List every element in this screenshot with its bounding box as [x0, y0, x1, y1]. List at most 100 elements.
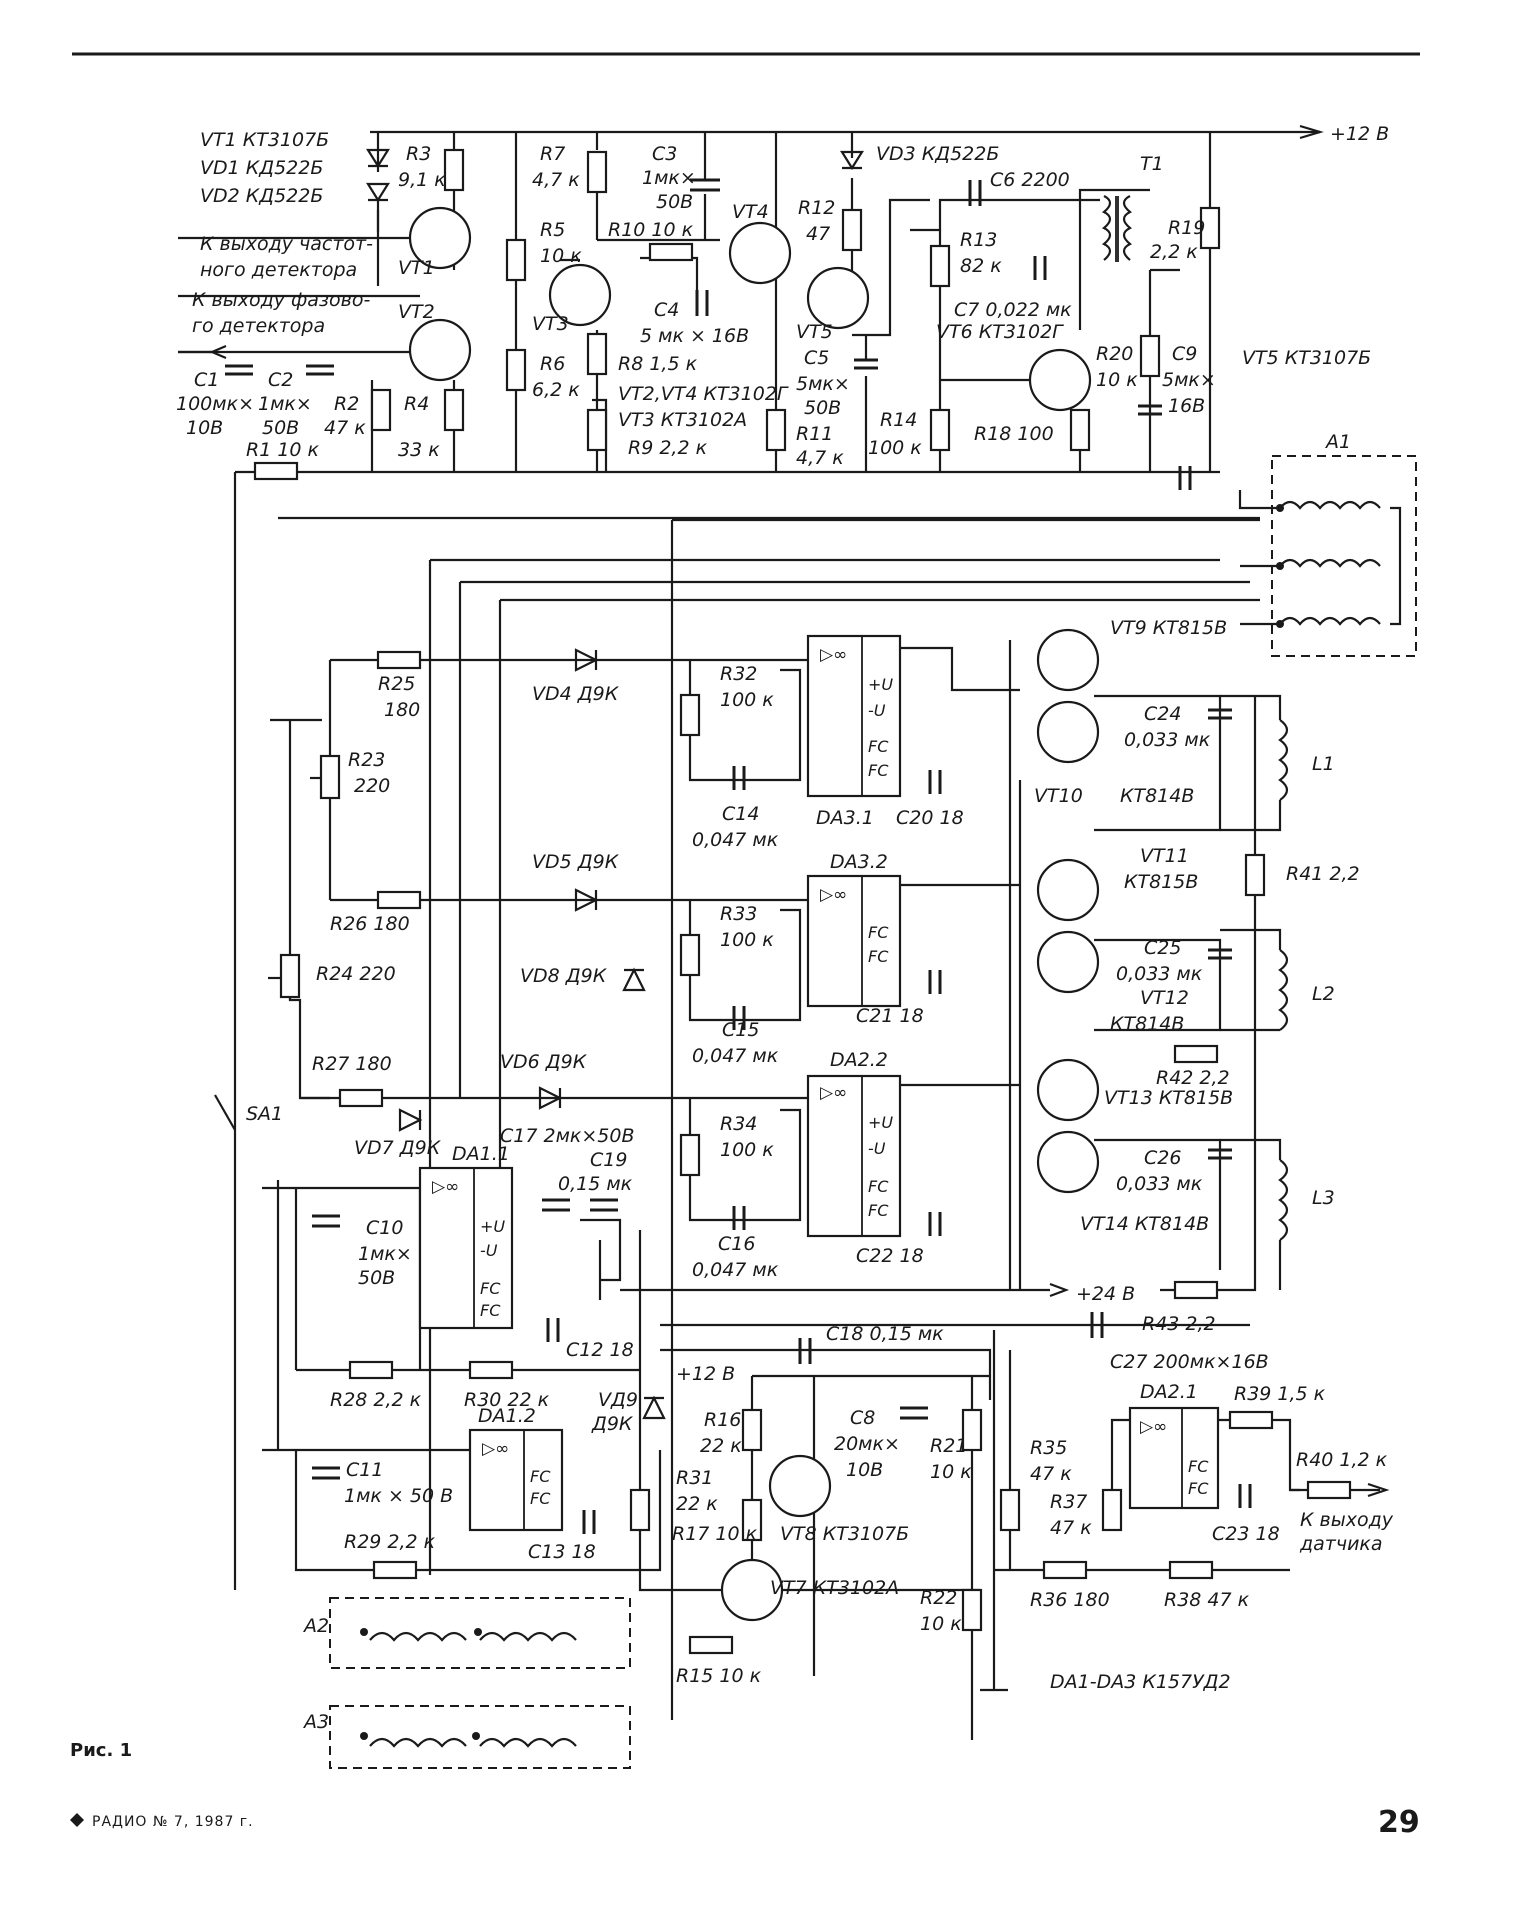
- resistor-r19: [1199, 206, 1221, 250]
- label-r23-name: R23: [348, 749, 385, 771]
- label-c2-val: 1мк×: [258, 393, 312, 415]
- opamp-da1-2: [468, 1428, 564, 1532]
- label-r43: R43 2,2: [1142, 1313, 1216, 1335]
- label-c5-val: 5мк×: [796, 373, 850, 395]
- resistor-r17: [741, 1498, 763, 1542]
- label-da22: DA2.2: [830, 1049, 888, 1071]
- label-c3-val: 1мк×: [642, 167, 696, 189]
- label-r6-name: R6: [540, 353, 565, 375]
- label-c5-volt: 50В: [804, 397, 841, 419]
- mid-section-wiring: [233, 472, 1260, 1720]
- label-c24-val: 0,033 мк: [1124, 729, 1211, 751]
- resistor-r30: [468, 1360, 514, 1380]
- opamp-da22-fc1: FC: [868, 1177, 889, 1196]
- label-vt11-type: КТ815В: [1124, 871, 1198, 893]
- opamp-da22-fc2: FC: [868, 1201, 889, 1220]
- label-r25-val: 180: [384, 699, 420, 721]
- label-r5-name: R5: [540, 219, 565, 241]
- label-c9-val: 5мк×: [1162, 369, 1216, 391]
- resistor-r3: [443, 148, 465, 192]
- transistor-vt8: [768, 1454, 832, 1518]
- label-c9-name: C9: [1172, 343, 1197, 365]
- label-r35-val: 47 к: [1030, 1463, 1072, 1485]
- transistor-vt14: [1036, 1130, 1100, 1194]
- label-c8-val: 20мк×: [834, 1433, 900, 1455]
- label-r4-val: 33 к: [398, 439, 440, 461]
- label-r15: R15 10 к: [676, 1665, 762, 1687]
- switch-sa1: [214, 1094, 236, 1131]
- opamp-da11-minus-u: -U: [480, 1241, 498, 1260]
- opamp-da2-1: [1128, 1406, 1220, 1510]
- label-r17: R17 10 к: [672, 1523, 758, 1545]
- resistor-r9: [586, 408, 608, 452]
- resistor-r27: [338, 1088, 384, 1108]
- capacitor-c9: [1138, 404, 1162, 416]
- label-c23: C23 18: [1212, 1523, 1280, 1545]
- label-c3-name: C3: [652, 143, 677, 165]
- note-sensor-1: К выходу: [1300, 1509, 1394, 1531]
- resistor-r32: [679, 693, 701, 737]
- block-a3: [329, 1705, 631, 1769]
- resistor-r33: [679, 933, 701, 977]
- diode-vd3-symbol: [840, 150, 864, 171]
- label-vt10-type: КТ814В: [1120, 785, 1194, 807]
- label-c11-name: C11: [346, 1459, 383, 1481]
- transistor-vt5: [806, 266, 870, 330]
- label-vt5-type: VT5 КТ3107Б: [1242, 347, 1371, 369]
- label-c4-name: C4: [654, 299, 679, 321]
- resistor-r29: [372, 1560, 418, 1580]
- label-c7: C7 0,022 мк: [954, 299, 1072, 321]
- footer-journal: РАДИО № 7, 1987 г.: [92, 1814, 254, 1830]
- resistor-r43: [1173, 1280, 1219, 1300]
- label-r20-name: R20: [1096, 343, 1133, 365]
- potentiometer-r24: [279, 953, 301, 999]
- capacitor-c17: [542, 1198, 570, 1212]
- capacitor-c5: [854, 358, 878, 370]
- opamp-da32-fc2: FC: [868, 947, 889, 966]
- opamp-da21-fc1: FC: [1188, 1457, 1209, 1476]
- label-r32-val: 100 к: [720, 689, 774, 711]
- label-r23-val: 220: [354, 775, 390, 797]
- label-c2-name: C2: [268, 369, 293, 391]
- label-r8: R8 1,5 к: [618, 353, 698, 375]
- transistor-vt11: [1036, 858, 1100, 922]
- opamp-symbol-da11: ▷∞: [432, 1177, 459, 1197]
- label-r2-val: 47 к: [324, 417, 366, 439]
- note-phase-det-1: К выходу фазово-: [192, 289, 370, 311]
- opamp-da31-plus-u: +U: [868, 675, 893, 694]
- page-number: 29: [1378, 1805, 1420, 1840]
- label-c19-val: 0,15 мк: [558, 1173, 633, 1195]
- label-r28: R28 2,2 к: [330, 1389, 422, 1411]
- label-r5-val: 10 к: [540, 245, 582, 267]
- label-vt4: VT4: [732, 201, 769, 223]
- label-c14-name: C14: [722, 803, 759, 825]
- label-r25-name: R25: [378, 673, 415, 695]
- transistor-vt2: [408, 318, 472, 382]
- label-c4-val: 5 мк × 16В: [640, 325, 749, 347]
- label-vd9-name: VД9: [598, 1389, 638, 1411]
- label-r2-name: R2: [334, 393, 359, 415]
- opamp-da2-2: [806, 1074, 902, 1238]
- label-da31: DA3.1: [816, 807, 874, 829]
- label-vt8: VT8 КТ3107Б: [780, 1523, 909, 1545]
- label-c26-val: 0,033 мк: [1116, 1173, 1203, 1195]
- opamp-da3-1: [806, 634, 902, 798]
- label-c25-name: C25: [1144, 937, 1181, 959]
- label-r24: R24 220: [316, 963, 396, 985]
- note-phase-det-2: го детектора: [192, 315, 325, 337]
- capacitor-c14: [732, 766, 746, 790]
- opamp-da31-fc2: FC: [868, 761, 889, 780]
- label-r26: R26 180: [330, 913, 410, 935]
- label-r18: R18 100: [974, 423, 1054, 445]
- label-r21-val: 10 к: [930, 1461, 972, 1483]
- label-vt9: VT9 КТ815В: [1110, 617, 1227, 639]
- label-r41: R41 2,2: [1286, 863, 1360, 885]
- label-c18: C18 0,15 мк: [826, 1323, 944, 1345]
- capacitor-c3: [690, 178, 720, 192]
- resistor-r16: [741, 1408, 763, 1452]
- opamp-da32-fc1: FC: [868, 923, 889, 942]
- labels: VT1 КТ3107Б VD1 КД522Б VD2 КД522Б К выхо…: [176, 123, 1394, 1733]
- opamp-da21-fc2: FC: [1188, 1479, 1209, 1498]
- footer: Рис. 1 РАДИО № 7, 1987 г. 29: [70, 1740, 1420, 1840]
